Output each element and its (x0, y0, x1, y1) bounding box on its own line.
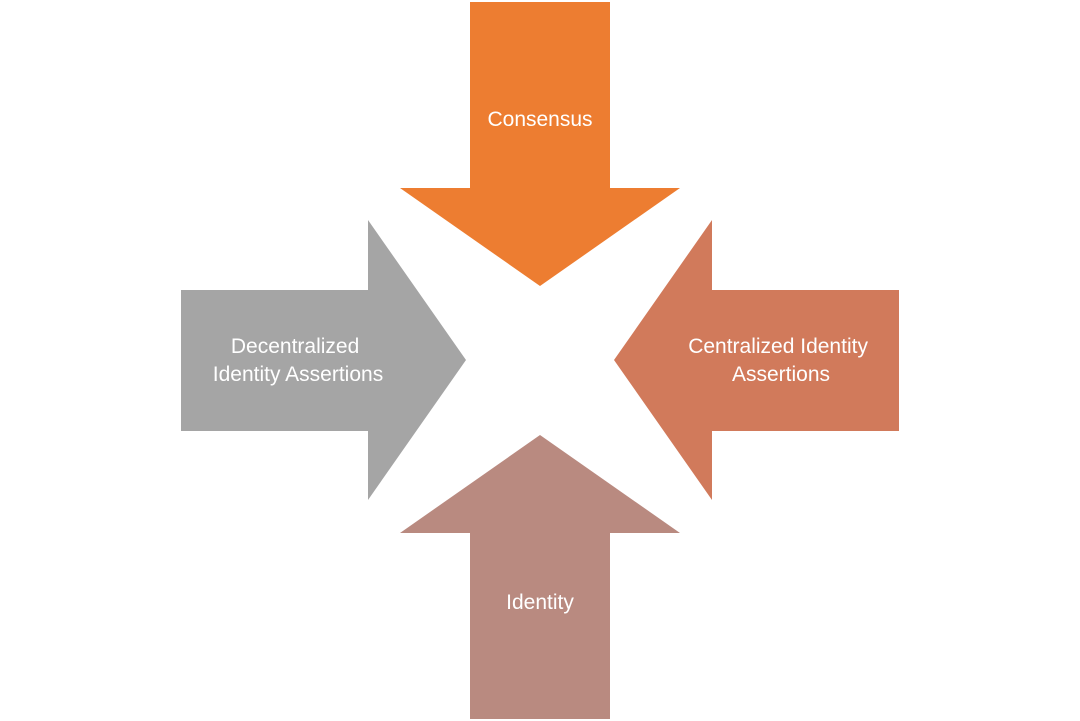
svg-text:Consensus: Consensus (487, 108, 592, 131)
arrow-decentralized-label-line-1: Decentralized (231, 335, 359, 358)
arrow-consensus-shape (400, 2, 680, 286)
arrow-decentralized-shape (181, 220, 466, 500)
arrow-centralized-label-line-2: Assertions (732, 363, 830, 386)
arrow-centralized-label-line-1: Centralized Identity (688, 335, 868, 358)
svg-text:Centralized Identity Ass: Centralized Identity Assertions (688, 335, 874, 386)
svg-text:Identity: Identity (506, 591, 574, 614)
arrow-decentralized-label-line-2: Identity Assertions (213, 363, 383, 386)
arrow-consensus: Consensus (400, 2, 680, 286)
arrow-decentralized-identity-assertions: Decentralized Identity Assertions (181, 220, 466, 500)
arrow-identity-shape (400, 435, 680, 719)
arrow-identity: Identity (400, 435, 680, 719)
arrow-centralized-shape (614, 220, 899, 500)
svg-text:Decentralized Identity A: Decentralized Identity Assertions (213, 335, 383, 386)
arrow-identity-label-line-1: Identity (506, 591, 574, 614)
arrow-centralized-identity-assertions: Centralized Identity Assertions (614, 220, 899, 500)
arrow-consensus-label-line-1: Consensus (487, 108, 592, 131)
